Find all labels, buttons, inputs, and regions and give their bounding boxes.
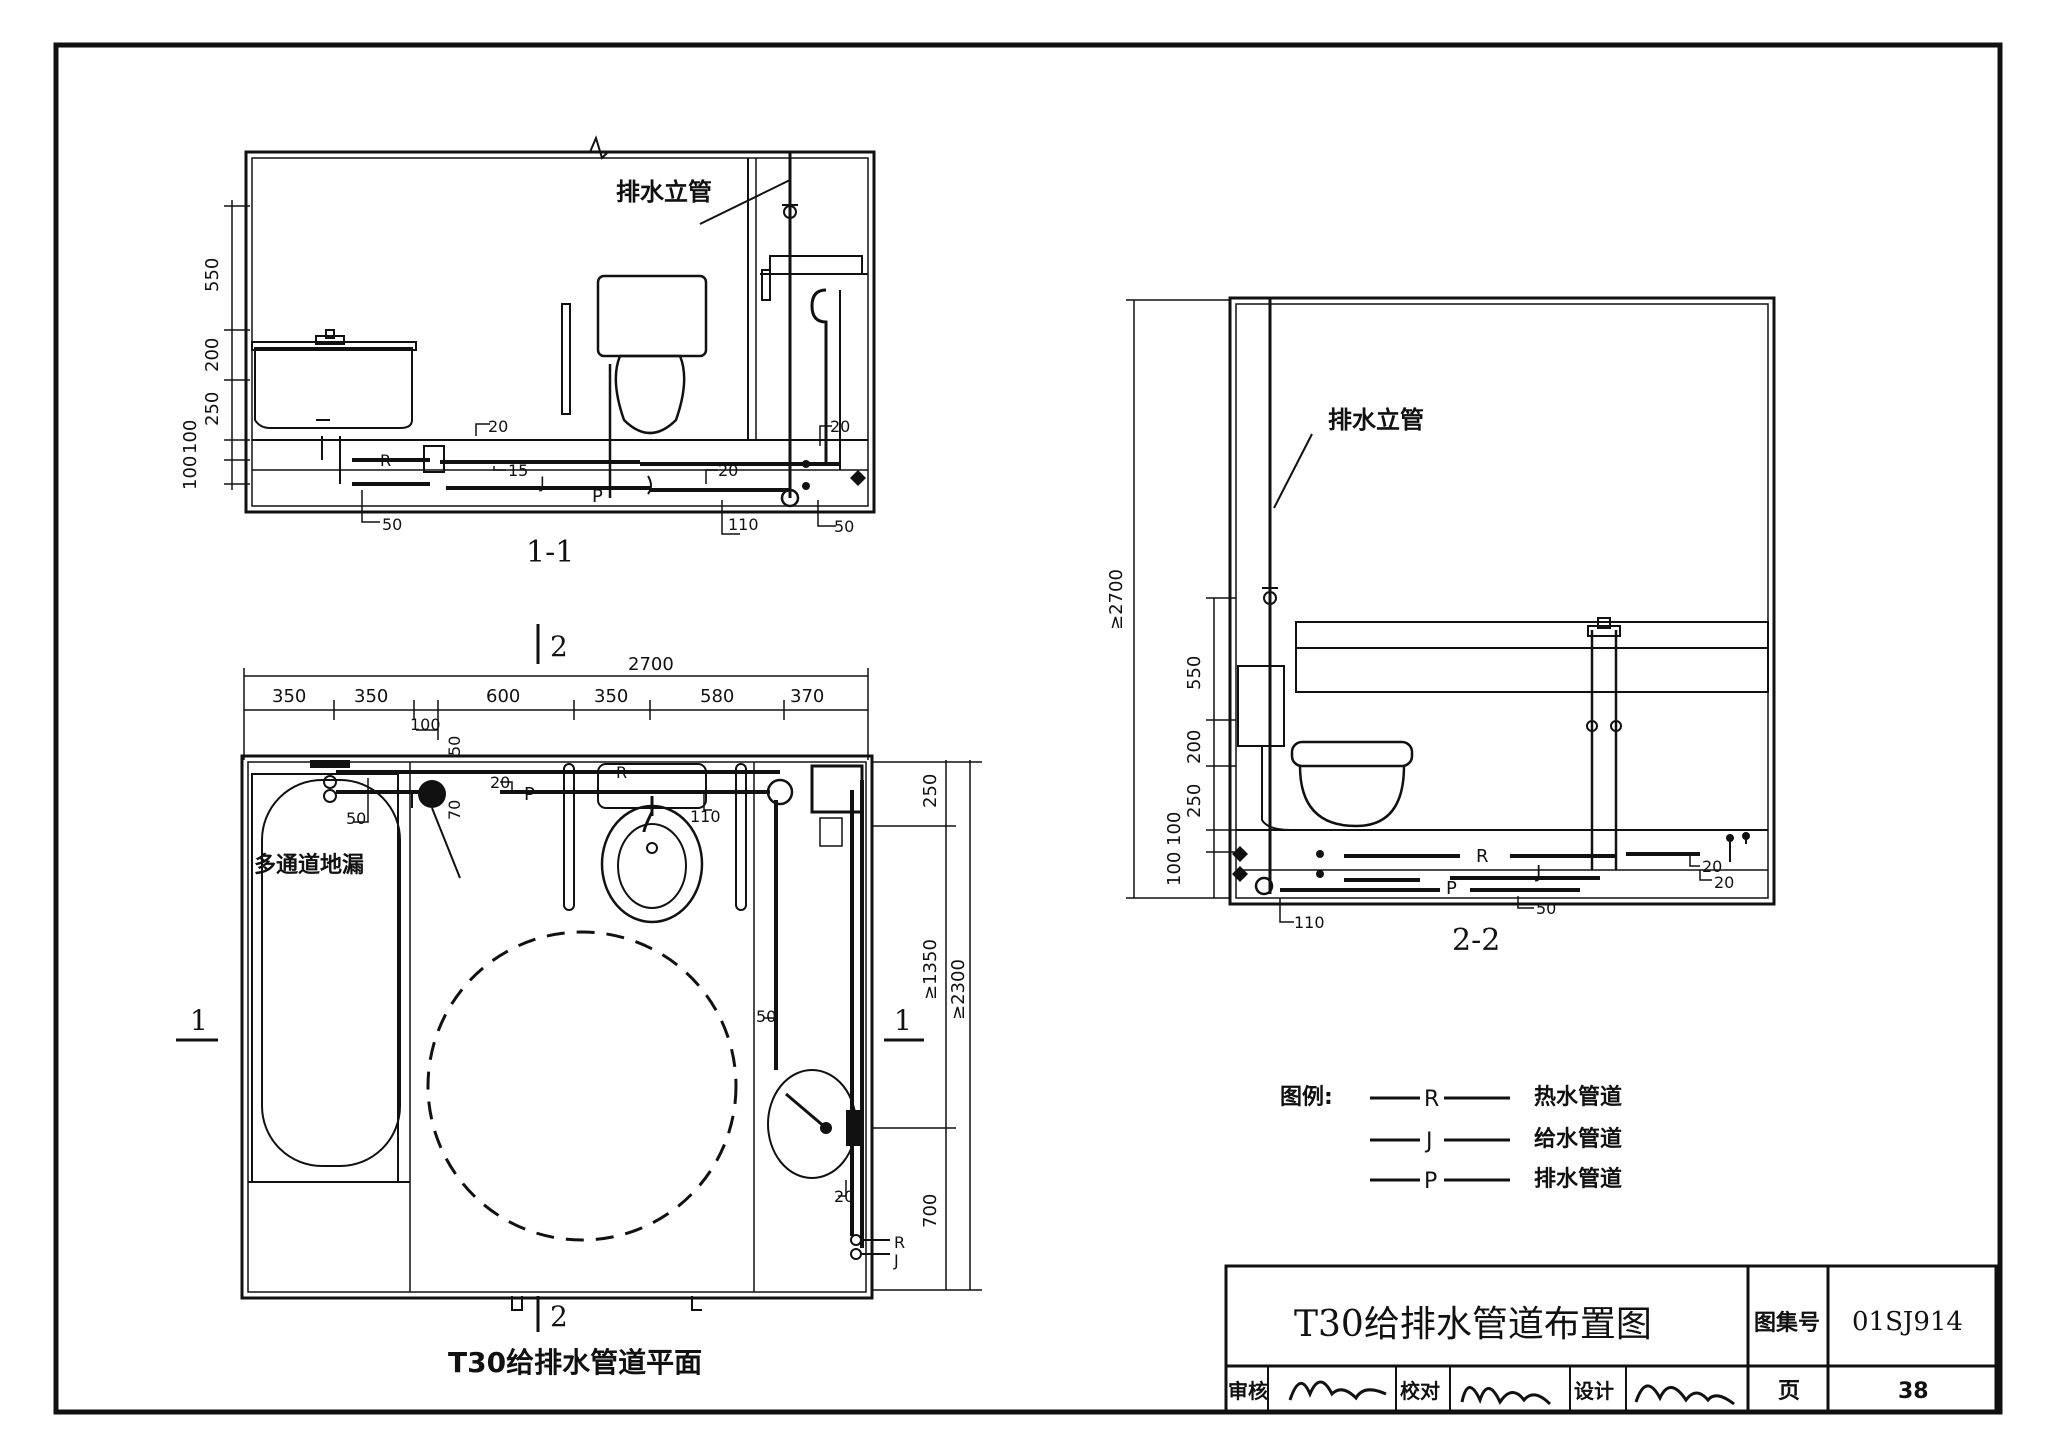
atlas-no-label: 图集号 xyxy=(1754,1310,1820,1336)
s11-dim-550: 550 xyxy=(202,258,223,292)
plan-size-20a: 20 xyxy=(490,773,510,792)
section-1-1-title: 1-1 xyxy=(526,535,574,570)
section-2-2-riser-label: 排水立管 xyxy=(1328,406,1424,434)
plan-title: T30给排水管道平面 xyxy=(448,1346,702,1379)
plan-pipe-p: P xyxy=(524,784,535,805)
s22-dim-100a: 100 xyxy=(1164,812,1185,846)
s11-size-20c: 20 xyxy=(830,417,850,436)
plan-dim-350c: 350 xyxy=(594,686,628,707)
s22-size-20a: 20 xyxy=(1702,857,1722,876)
plan-dim-580: 580 xyxy=(700,686,734,707)
s11-size-20b: 20 xyxy=(718,461,738,480)
atlas-no: 01SJ914 xyxy=(1852,1307,1963,1337)
plan-pipe-r-top: R xyxy=(616,763,627,782)
s11-size-110: 110 xyxy=(728,515,759,534)
section-2-2 xyxy=(1126,296,1776,923)
s11-dim-200: 200 xyxy=(202,338,223,372)
s22-dim-200: 200 xyxy=(1184,730,1205,764)
s22-size-50: 50 xyxy=(1536,899,1556,918)
s11-dim-100b: 100 xyxy=(180,456,201,490)
plan-section-mark-1-right: 1 xyxy=(894,1004,912,1037)
design-signature xyxy=(1634,1384,1735,1406)
section-1-1-riser-label: 排水立管 xyxy=(616,178,712,206)
legend-symbol-p: P xyxy=(1424,1169,1437,1194)
legend-symbol-r: R xyxy=(1424,1087,1439,1112)
legend-text-drain: 排水管道 xyxy=(1534,1166,1622,1192)
page-label: 页 xyxy=(1778,1379,1800,1404)
s22-pipe-j: J xyxy=(1535,862,1541,883)
s11-pipe-j: J xyxy=(539,473,545,492)
title-block xyxy=(1224,1264,1998,1414)
check-signature xyxy=(1460,1386,1552,1406)
plan-dim-250: 250 xyxy=(920,774,941,808)
s11-size-15: 15 xyxy=(508,461,528,480)
section-2-2-title: 2-2 xyxy=(1452,923,1500,958)
plan-size-70: 70 xyxy=(445,800,464,820)
s22-pipe-p: P xyxy=(1446,878,1457,899)
plan-size-20b: 20 xyxy=(834,1187,854,1206)
review-label: 审核 xyxy=(1228,1379,1268,1403)
section-1-1 xyxy=(224,135,876,535)
s11-size-20a: 20 xyxy=(488,417,508,436)
plan-dim-700: 700 xyxy=(920,1194,941,1228)
plan-section-mark-2-top: 2 xyxy=(550,630,568,663)
s22-dim-100b: 100 xyxy=(1164,852,1185,886)
s22-dim-550: 550 xyxy=(1184,656,1205,690)
plan-dim-350b: 350 xyxy=(354,686,388,707)
s11-dim-100a: 100 xyxy=(180,420,201,454)
plan-overall-width: 2700 xyxy=(628,654,674,675)
plan-size-50c: 50 xyxy=(756,1007,776,1026)
plan-pipe-r-bottom: R xyxy=(894,1233,905,1252)
s11-size-50a: 50 xyxy=(382,515,402,534)
s22-overall-height: ≥2700 xyxy=(1106,569,1127,630)
s22-size-110: 110 xyxy=(1294,913,1325,932)
plan-size-50b: 50 xyxy=(445,736,464,756)
plan-section-mark-2-bottom: 2 xyxy=(550,1300,568,1333)
plan-section-mark-1-left: 1 xyxy=(190,1004,208,1037)
legend-lines xyxy=(1370,1096,1510,1182)
plan-dim-350a: 350 xyxy=(272,686,306,707)
sheet-border xyxy=(53,42,2003,1415)
check-label: 校对 xyxy=(1400,1379,1440,1403)
design-label: 设计 xyxy=(1574,1379,1614,1403)
legend-title: 图例: xyxy=(1280,1085,1333,1110)
drawing-title: T30给排水管道布置图 xyxy=(1294,1304,1652,1345)
plan-dim-600: 600 xyxy=(486,686,520,707)
s11-size-50b: 50 xyxy=(834,517,854,536)
legend-text-hot: 热水管道 xyxy=(1534,1084,1622,1110)
plan-view xyxy=(176,624,982,1332)
s11-dim-250: 250 xyxy=(202,392,223,426)
plan-size-50a: 50 xyxy=(346,809,366,828)
s11-pipe-p: P xyxy=(592,486,603,507)
s22-dim-250: 250 xyxy=(1184,784,1205,818)
page-no: 38 xyxy=(1898,1379,1929,1404)
s11-pipe-r: R xyxy=(380,451,391,470)
plan-dim-100: 100 xyxy=(410,715,441,734)
plan-overall-depth: ≥2300 xyxy=(948,959,969,1020)
s22-size-20b: 20 xyxy=(1714,873,1734,892)
plan-pipe-j-bottom: J xyxy=(893,1251,899,1270)
review-signature xyxy=(1288,1380,1387,1401)
plan-floor-drain-label: 多通道地漏 xyxy=(254,852,364,878)
s22-pipe-r: R xyxy=(1476,846,1489,867)
legend-symbol-j: J xyxy=(1424,1129,1433,1154)
plan-dim-1350: ≥1350 xyxy=(920,939,941,1000)
legend-text-cold: 给水管道 xyxy=(1534,1126,1622,1152)
plan-dim-370: 370 xyxy=(790,686,824,707)
plan-size-110: 110 xyxy=(690,807,721,826)
